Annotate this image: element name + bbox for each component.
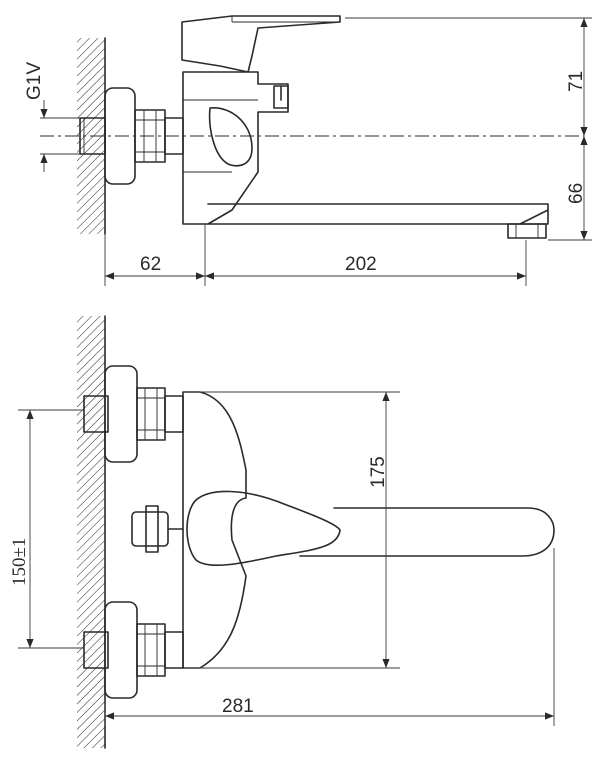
top-view: G1V 71 66 62 202: [24, 15, 592, 286]
upper-connection: [83, 365, 184, 463]
body-recess-top: [208, 107, 253, 167]
front-view: 175 150±1 281: [9, 315, 555, 749]
dim-150: 150±1: [9, 538, 30, 586]
spout-top: [207, 203, 549, 225]
spout-tip-bevel: [519, 209, 549, 225]
mixer-body-front: [182, 391, 247, 669]
inlet-pipe-top: [79, 117, 106, 155]
dim-202: 202: [345, 254, 377, 275]
aerator-top: [507, 223, 547, 239]
dim-175: 175: [368, 456, 389, 488]
lever-handle-front: [186, 490, 341, 567]
thread-label: G1V: [24, 62, 45, 100]
dim-62: 62: [140, 254, 161, 275]
spout-front: [299, 507, 555, 557]
dim-71: 71: [566, 71, 587, 92]
mixer-body-top: [182, 71, 289, 225]
lever-handle-top: [181, 15, 341, 73]
wall-hatch-front: [77, 316, 105, 748]
dim-281: 281: [222, 696, 254, 717]
diverter-knob-front: [131, 511, 169, 547]
lower-connection: [83, 601, 184, 699]
diverter-cap-front: [145, 505, 159, 553]
dim-66: 66: [566, 183, 587, 204]
